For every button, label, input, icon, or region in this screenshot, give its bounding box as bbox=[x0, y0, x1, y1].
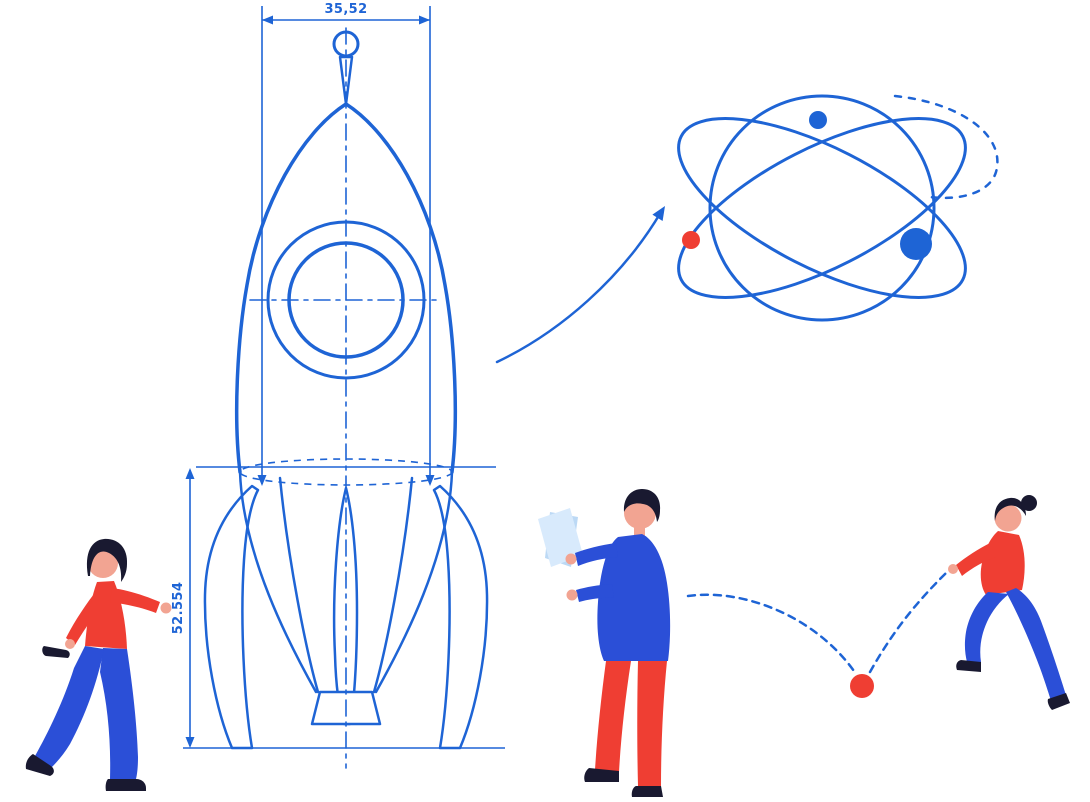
upper-hand bbox=[565, 553, 577, 565]
blueprint-sheet-front bbox=[538, 508, 583, 567]
man-reading-plans bbox=[538, 489, 671, 797]
walking-woman bbox=[25, 538, 172, 791]
front-leg-pants bbox=[595, 661, 631, 772]
hair bbox=[994, 497, 1026, 521]
hull-taper-left bbox=[238, 470, 318, 694]
right-fin bbox=[432, 484, 489, 750]
width-dimension-label: 35,52 bbox=[324, 2, 367, 17]
rocket-blueprint: 35,52 52.554 bbox=[171, 2, 505, 769]
hair-bun bbox=[1021, 495, 1037, 511]
hair bbox=[623, 489, 661, 522]
hull-inner-right bbox=[372, 476, 414, 694]
height-dimension-label: 52.554 bbox=[171, 582, 186, 635]
torso-top bbox=[980, 531, 1025, 595]
dimension-width: 35,52 bbox=[257, 2, 435, 486]
back-leg-pants bbox=[35, 646, 104, 768]
front-hand bbox=[160, 602, 172, 614]
hair bbox=[86, 538, 128, 582]
curved-arrow bbox=[495, 206, 665, 364]
head bbox=[994, 504, 1022, 532]
arrow-curve bbox=[495, 210, 663, 364]
orbit-ellipse-2 bbox=[677, 117, 967, 299]
handbag bbox=[42, 646, 70, 658]
back-leg-pants bbox=[637, 661, 667, 786]
orbit-dashed-arc bbox=[893, 94, 999, 200]
hull-taper-right bbox=[374, 470, 454, 694]
back-leg-leggings bbox=[1006, 588, 1066, 701]
front-shoe bbox=[584, 768, 619, 782]
front-leg-leggings bbox=[964, 592, 1009, 662]
upper-arm bbox=[575, 543, 618, 566]
arrowhead bbox=[257, 475, 267, 486]
left-fin bbox=[203, 484, 260, 750]
arrowhead bbox=[425, 475, 435, 486]
lower-arm bbox=[576, 584, 614, 602]
orbit-circle bbox=[708, 94, 936, 322]
electron-red bbox=[682, 231, 700, 249]
lower-hand bbox=[566, 589, 578, 601]
electron-large-blue bbox=[900, 228, 932, 260]
orbit-ellipse-1 bbox=[677, 117, 967, 299]
neck bbox=[634, 527, 645, 536]
front-hand bbox=[948, 564, 958, 574]
arrowhead bbox=[185, 468, 195, 479]
electron-small-blue bbox=[809, 111, 827, 129]
arrowhead bbox=[419, 15, 430, 25]
back-hand bbox=[65, 639, 75, 649]
arrowhead bbox=[185, 737, 195, 748]
bounce-arc-up bbox=[868, 570, 949, 674]
front-shoe bbox=[956, 660, 981, 672]
arrowhead bbox=[262, 15, 273, 25]
front-shoe bbox=[105, 779, 146, 791]
bounce-arc-down bbox=[686, 593, 858, 676]
back-shoe bbox=[631, 786, 663, 797]
front-arm bbox=[110, 588, 160, 613]
front-arm bbox=[956, 543, 996, 576]
hull-inner-left bbox=[278, 476, 320, 694]
arrowhead bbox=[652, 206, 665, 221]
back-shoe bbox=[1047, 693, 1070, 710]
sweater-torso bbox=[597, 534, 671, 661]
red-ball bbox=[850, 674, 874, 698]
running-woman bbox=[948, 495, 1070, 710]
back-shoe bbox=[25, 754, 54, 776]
atom-orbits-illustration bbox=[677, 94, 999, 322]
front-leg-pants bbox=[100, 648, 138, 779]
dashed-bounce-path bbox=[686, 570, 949, 698]
